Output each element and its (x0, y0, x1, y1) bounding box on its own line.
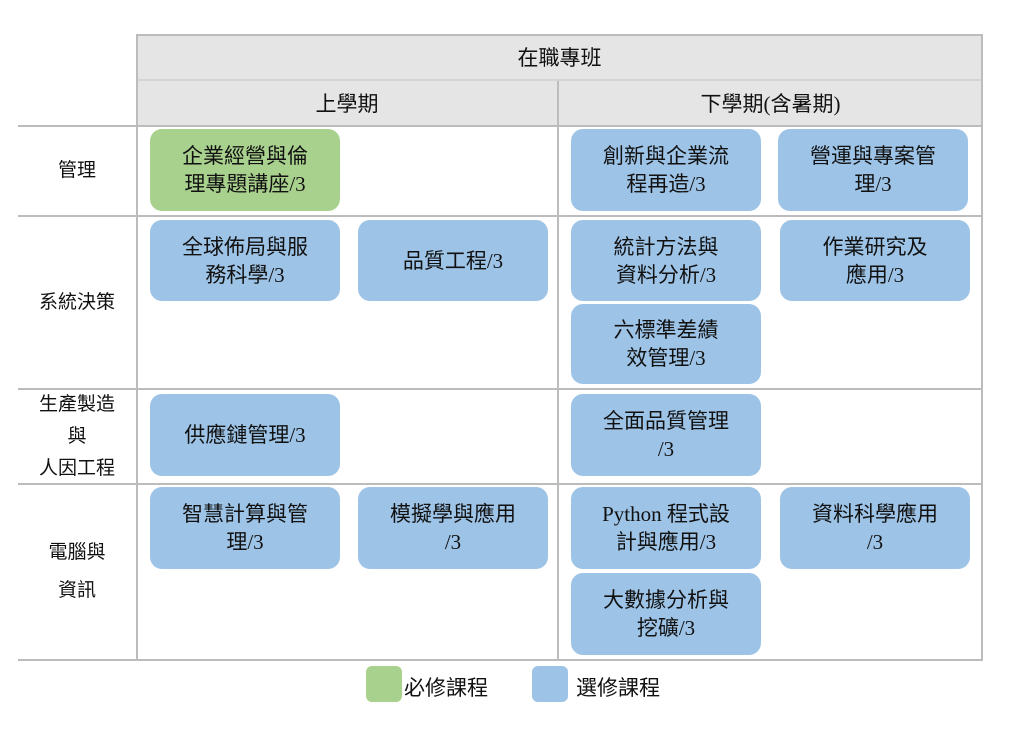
category-management: 管理 (18, 127, 136, 215)
legend-required-label: 必修課程 (404, 676, 488, 700)
course-box: 模擬學與應用 /3 (358, 487, 548, 569)
category-label: 系統決策 (38, 291, 115, 313)
category-computer-info: 電腦與 資訊 (18, 485, 136, 659)
course-box: 企業經營與倫 理專題講座/3 (150, 129, 340, 211)
category-label-line: 電腦與 (48, 542, 106, 563)
grid-line-right (981, 34, 983, 661)
grid-line-middle (557, 81, 559, 661)
category-manufacturing: 生產製造 與 人因工程 (18, 390, 136, 483)
category-system-decision: 系統決策 (18, 217, 136, 388)
legend-elective-label: 選修課程 (576, 676, 660, 700)
course-box: 六標準差績 效管理/3 (571, 304, 761, 384)
category-label-line: 人因工程 (38, 457, 115, 479)
program-title: 在職專班 (517, 46, 602, 70)
category-label: 管理 (57, 160, 96, 181)
category-label-line: 與 (67, 425, 87, 447)
course-box: 供應鏈管理/3 (150, 394, 340, 476)
grid-line-left (136, 34, 138, 661)
grid-line-row2 (18, 388, 982, 390)
category-label-line: 生產製造 (38, 393, 115, 415)
grid-line-bottom (18, 659, 982, 661)
course-box: 營運與專案管 理/3 (778, 129, 968, 211)
course-box: 創新與企業流 程再造/3 (571, 129, 761, 211)
course-box: 大數據分析與 挖礦/3 (571, 573, 761, 655)
semester-header-second: 下學期(含暑期) (559, 81, 982, 125)
program-header: 在職專班 (137, 35, 982, 79)
course-box: 全球佈局與服 務科學/3 (150, 220, 340, 301)
grid-line-row1 (18, 215, 982, 217)
legend-elective-swatch (532, 666, 568, 702)
course-box: Python 程式設 計與應用/3 (571, 487, 761, 569)
grid-line-top (137, 34, 982, 36)
grid-line-header-bottom (18, 125, 982, 127)
course-box: 資料科學應用 /3 (780, 487, 970, 569)
course-box: 統計方法與 資料分析/3 (571, 220, 761, 301)
semester-first-label: 上學期 (315, 92, 379, 116)
legend-required-swatch (366, 666, 402, 702)
course-box: 作業研究及 應用/3 (780, 220, 970, 301)
course-box: 智慧計算與管 理/3 (150, 487, 340, 569)
grid-line-header-mid (137, 79, 982, 81)
grid-line-row3 (18, 483, 982, 485)
course-box: 全面品質管理 /3 (571, 394, 761, 476)
semester-second-label: 下學期(含暑期) (700, 92, 841, 116)
semester-header-first: 上學期 (137, 81, 557, 125)
category-label-line: 資訊 (57, 580, 96, 601)
course-box: 品質工程/3 (358, 220, 548, 301)
